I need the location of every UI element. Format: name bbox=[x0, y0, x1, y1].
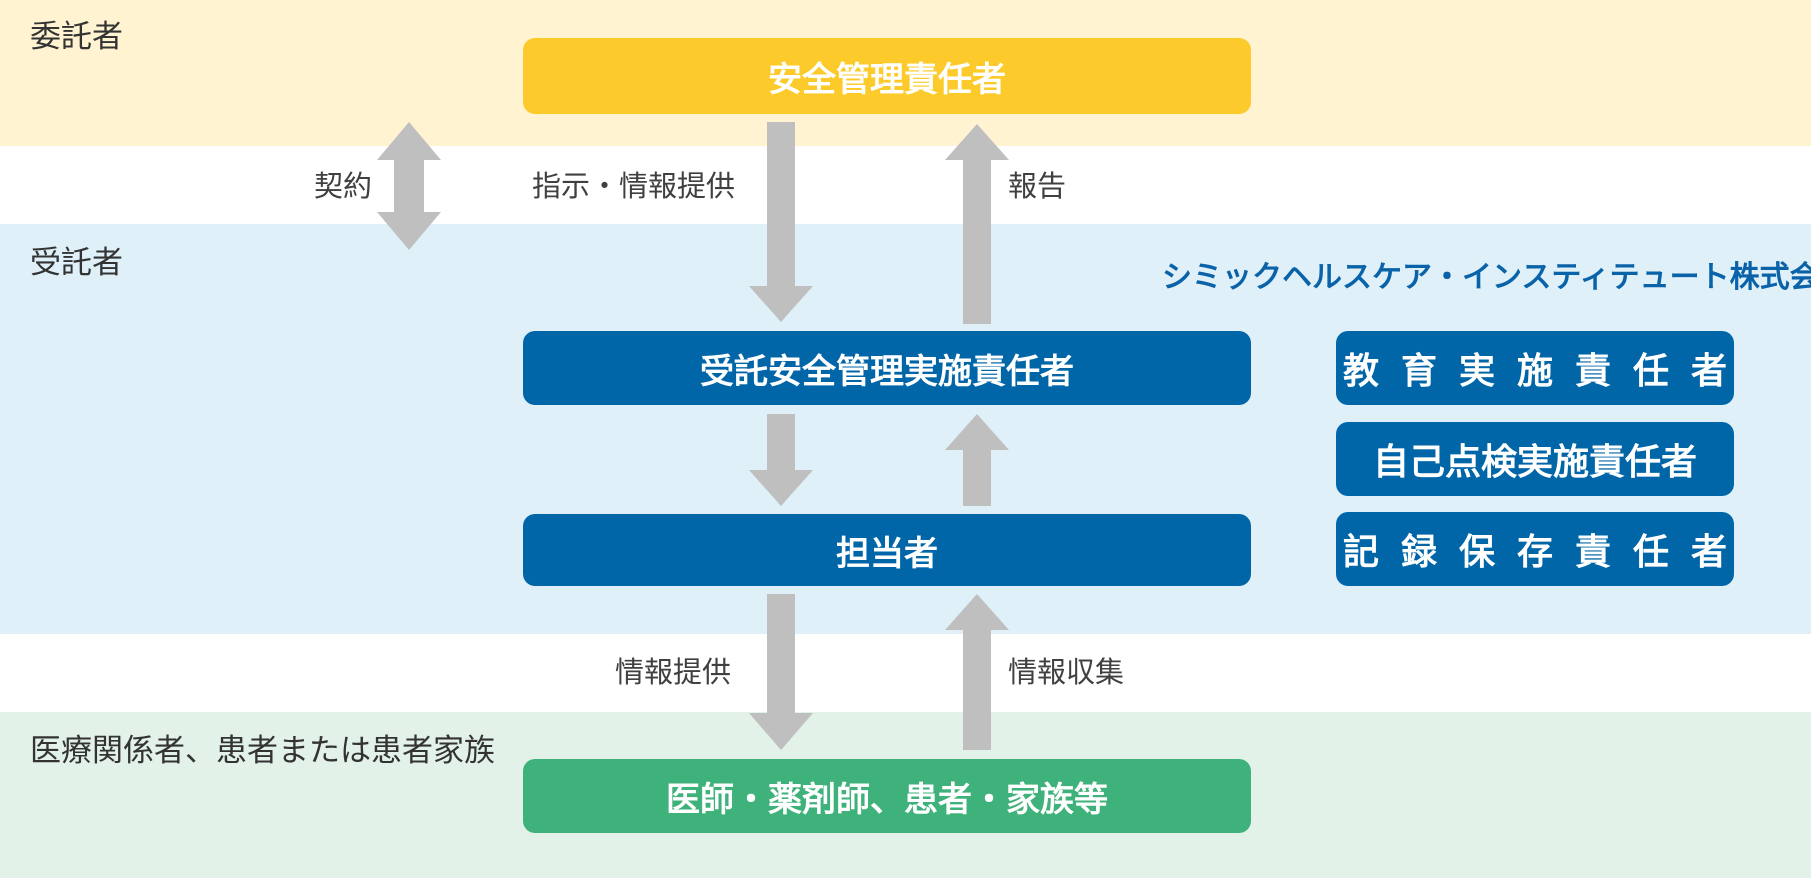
instruction-down-arrow bbox=[749, 122, 813, 322]
medical-label: 医療関係者、患者または患者家族 bbox=[30, 733, 495, 769]
records-role-box: 記録保存責任者 bbox=[1336, 512, 1734, 586]
manager-down-arrow bbox=[749, 414, 813, 506]
info-collect-up-arrow bbox=[945, 594, 1009, 750]
person-in-charge-text: 担当者 bbox=[836, 533, 938, 574]
info-collect-label: 情報収集 bbox=[1008, 655, 1125, 689]
contract-label: 契約 bbox=[314, 169, 373, 203]
instruction-label: 指示・情報提供 bbox=[532, 169, 736, 203]
doctors-box: 医師・薬剤師、患者・家族等 bbox=[523, 759, 1251, 833]
info-provide-down-arrow bbox=[749, 594, 813, 750]
info-provide-label: 情報提供 bbox=[615, 655, 732, 689]
contract-double-arrow bbox=[377, 122, 441, 250]
safety-manager-text: 安全管理責任者 bbox=[768, 59, 1006, 100]
contract-safety-manager-text: 受託安全管理実施責任者 bbox=[700, 351, 1074, 392]
contractor-label: 受託者 bbox=[30, 245, 123, 281]
company-name: シミックヘルスケア・インスティテュート株式会社 bbox=[1162, 260, 1811, 295]
manager-up-arrow bbox=[945, 414, 1009, 506]
report-label: 報告 bbox=[1008, 169, 1067, 203]
consignor-label: 委託者 bbox=[30, 19, 123, 55]
education-role-text: 教育実施責任者 bbox=[1342, 351, 1749, 392]
records-role-text: 記録保存責任者 bbox=[1342, 532, 1749, 573]
education-role-box: 教育実施責任者 bbox=[1336, 331, 1734, 405]
self-inspection-role-box: 自己点検実施責任者 bbox=[1336, 422, 1734, 496]
person-in-charge-box: 担当者 bbox=[523, 514, 1251, 586]
safety-manager-box: 安全管理責任者 bbox=[523, 38, 1251, 114]
report-up-arrow bbox=[945, 124, 1009, 324]
self-inspection-role-text: 自己点検実施責任者 bbox=[1372, 442, 1697, 483]
contract-safety-manager-box: 受託安全管理実施責任者 bbox=[523, 331, 1251, 405]
doctors-text: 医師・薬剤師、患者・家族等 bbox=[666, 779, 1108, 820]
